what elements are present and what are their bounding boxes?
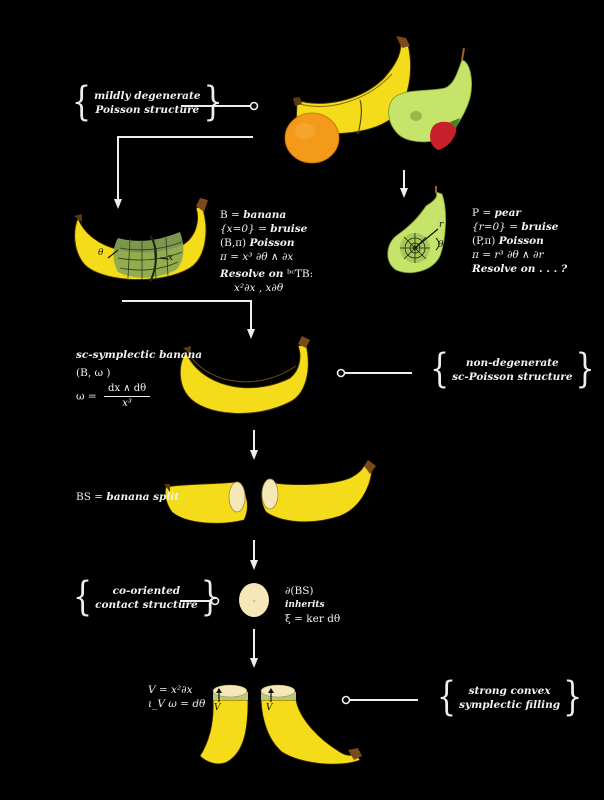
theta-mark: θ xyxy=(98,248,104,258)
text: sc-symplectic banana xyxy=(76,349,203,361)
text: ξ = ker dθ xyxy=(285,613,341,625)
text: P = xyxy=(472,207,495,219)
label-line: Poisson structure xyxy=(95,104,200,116)
omega-fraction: dx ∧ dθ x³ xyxy=(104,382,151,411)
sc-symplectic-note: sc-symplectic banana (B, ω ) ω = dx ∧ dθ… xyxy=(76,348,202,411)
mildly-degenerate-label: { mildly degenerate Poisson structure } xyxy=(72,82,223,123)
text: Poisson xyxy=(249,237,295,249)
text: V = x²∂x xyxy=(148,684,193,696)
text: BS = xyxy=(76,491,107,503)
poisson-formula: π = x³ ∂θ ∧ ∂x xyxy=(220,251,294,263)
pear-definition-note: P = pear {r=0} = bruise (P,π) Poisson π … xyxy=(472,206,567,276)
banana-split-note: BS = banana split xyxy=(76,490,179,504)
text: banana xyxy=(243,209,287,221)
right-brace: } xyxy=(563,673,583,721)
label-line: contact structure xyxy=(95,599,198,611)
label-line: strong convex xyxy=(468,685,551,697)
resolve-question: Resolve on . . . ? xyxy=(472,263,568,275)
label-line: non-degenerate xyxy=(465,357,559,369)
text: Resolve on xyxy=(220,268,288,280)
x-mark: x xyxy=(168,253,174,263)
label-line: co-oriented xyxy=(112,585,181,597)
text: bruise xyxy=(521,221,559,233)
text: banana split xyxy=(106,491,180,503)
V-mark-left: V xyxy=(214,703,221,713)
left-brace: { xyxy=(437,673,457,721)
denominator: x³ xyxy=(122,398,132,409)
boundary-note: ∂(BS) inherits ξ = ker dθ xyxy=(285,584,340,626)
svg-text:∗: ∗ xyxy=(252,598,256,605)
right-brace: } xyxy=(203,78,223,126)
text: B = xyxy=(220,209,244,221)
label-line: symplectic filling xyxy=(459,699,561,711)
text: (P,π) xyxy=(472,235,499,247)
non-degenerate-label: { non-degenerate sc-Poisson structure } xyxy=(430,349,595,390)
text: (B,π) xyxy=(220,237,250,249)
left-brace: { xyxy=(72,78,92,126)
text: {x=0} = xyxy=(220,223,271,235)
right-brace: } xyxy=(575,345,595,393)
text: bruise xyxy=(270,223,308,235)
label-line: mildly degenerate xyxy=(94,90,201,102)
text: pear xyxy=(494,207,521,219)
theta-mark-pear: θ xyxy=(438,240,444,250)
left-brace: { xyxy=(430,345,450,393)
left-brace: { xyxy=(73,573,93,621)
text: Poisson xyxy=(498,235,544,247)
banana-definition-note: B = banana {x=0} = bruise (B,π) Poisson … xyxy=(220,208,313,295)
strong-convex-label: { strong convex symplectic filling } xyxy=(437,677,582,718)
text: ω = xyxy=(76,390,97,403)
V-mark-right: V xyxy=(266,703,273,713)
text: (B, ω ) xyxy=(76,367,111,379)
r-mark: r xyxy=(439,220,444,230)
text: {r=0} = xyxy=(472,221,522,233)
filling-note: V = x²∂x ι_V ω = dθ xyxy=(148,683,205,711)
numerator: dx ∧ dθ xyxy=(104,382,151,397)
text: ᵇᶜTB: xyxy=(287,268,314,280)
label-line: sc-Poisson structure xyxy=(452,371,573,383)
resolution-formula: x²∂x , x∂θ xyxy=(234,282,284,294)
text: inherits xyxy=(285,600,325,610)
text: ∂(BS) xyxy=(285,585,314,597)
text: ι_V ω = dθ xyxy=(148,698,206,710)
right-brace: } xyxy=(200,573,220,621)
poisson-formula: π = r³ ∂θ ∧ ∂r xyxy=(472,249,544,261)
co-oriented-label: { co-oriented contact structure } xyxy=(73,577,220,618)
